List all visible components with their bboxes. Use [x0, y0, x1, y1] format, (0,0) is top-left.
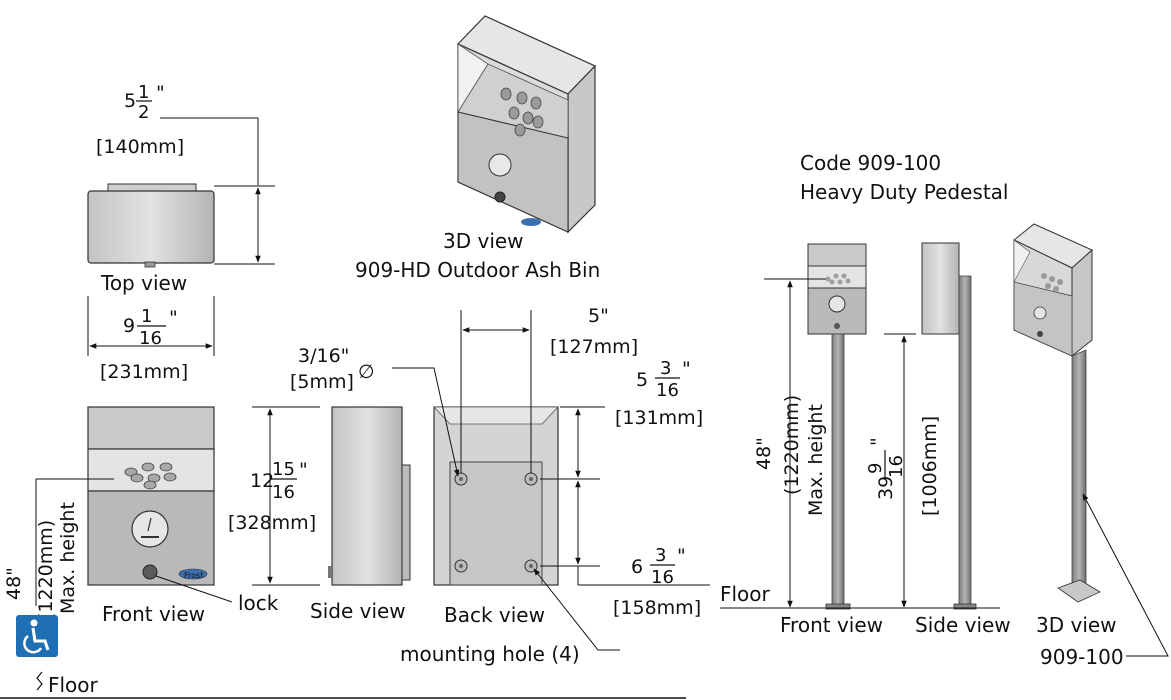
top-width-whole: 9 — [123, 315, 135, 337]
side-view-label: Side view — [310, 599, 406, 623]
hole-spacing-v-den: 16 — [651, 567, 674, 588]
iso-view-label: 3D view — [443, 229, 524, 253]
mounting-hole-label: mounting hole (4) — [400, 642, 580, 666]
max-height-ped-metric: (1220mm) — [781, 395, 803, 495]
pedestal-side-view — [921, 242, 977, 610]
hole-top-offset-whole: 5 — [636, 369, 648, 391]
top-depth-num: 1 — [138, 82, 149, 103]
height-whole: 12 — [250, 470, 274, 492]
hole-diameter-symbol: ∅ — [358, 361, 375, 383]
top-width-dimension — [87, 296, 215, 356]
height-num: 15 — [272, 459, 295, 480]
pedestal-front-view — [807, 243, 867, 610]
floor-label-left: Floor — [48, 673, 99, 697]
pedestal-front-label: Front view — [780, 613, 883, 637]
top-depth-whole: 5 — [124, 90, 136, 112]
max-height-left-metric: (1220mm) — [35, 520, 57, 620]
cigarette-icon — [131, 510, 169, 548]
pedestal-height-unit: " — [867, 437, 889, 446]
pedestal-height-dimension — [720, 333, 1000, 609]
top-width-metric: [231mm] — [100, 361, 188, 383]
pedestal-name: Heavy Duty Pedestal — [800, 180, 1008, 204]
pedestal-code-callout: 909-100 — [1040, 645, 1124, 669]
pedestal-height-metric: [1006mm] — [919, 416, 941, 516]
height-metric: [328mm] — [228, 512, 316, 534]
hole-spacing-v-num: 3 — [655, 545, 666, 566]
pedestal-side-label: Side view — [915, 613, 1011, 637]
floor-label-ped: Floor — [720, 582, 771, 606]
lock-label: lock — [238, 591, 279, 615]
pedestal-iso-view — [1013, 223, 1101, 603]
wheelchair-icon — [16, 615, 58, 657]
cigarette-icon — [488, 153, 512, 177]
top-width-den: 16 — [139, 328, 162, 349]
hole-spacing-v-whole: 6 — [631, 556, 643, 578]
hole-top-offset-den: 16 — [656, 380, 679, 401]
top-depth-dimension — [160, 117, 275, 265]
hole-spacing-h-dimension — [460, 310, 532, 473]
back-view-label: Back view — [444, 603, 545, 627]
top-width-unit: " — [169, 307, 178, 329]
hole-spacing-v-unit: " — [677, 545, 686, 567]
top-depth-den: 2 — [138, 102, 149, 123]
max-height-left-imperial: 48" — [3, 567, 25, 600]
height-unit: " — [299, 459, 308, 481]
hole-top-offset-metric: [131mm] — [615, 407, 703, 429]
hole-diameter-metric: [5mm] — [290, 371, 354, 393]
lock-icon — [142, 564, 158, 580]
hole-spacing-h-metric: [127mm] — [550, 336, 638, 358]
max-height-left-dimension — [35, 478, 114, 606]
hole-spacing-h-imperial: 5" — [588, 305, 609, 327]
max-height-ped-caption: Max. height — [805, 404, 827, 516]
hole-top-offset-unit: " — [682, 358, 691, 380]
front-view-label: Front view — [102, 602, 205, 626]
back-view-bin — [433, 406, 559, 586]
top-width-num: 1 — [141, 306, 152, 327]
pedestal-code: Code 909-100 — [800, 151, 941, 175]
height-den: 16 — [272, 482, 295, 503]
height-dimension — [252, 406, 320, 586]
top-depth-unit: " — [156, 82, 165, 104]
pedestal-height-den: 16 — [886, 455, 907, 478]
iso-view-bin — [456, 15, 597, 234]
hole-diameter-imperial: 3/16" — [298, 345, 349, 367]
hole-top-offset-num: 3 — [660, 358, 671, 379]
brand-badge: Frost — [184, 571, 203, 580]
front-view-bin — [87, 406, 215, 586]
top-depth-metric: [140mm] — [96, 136, 184, 158]
max-height-left-caption: Max. height — [57, 502, 79, 614]
pedestal-height-whole: 39 — [875, 476, 897, 500]
pedestal-height-num: 9 — [865, 463, 886, 474]
top-view-label: Top view — [100, 271, 187, 295]
top-view — [87, 183, 215, 268]
product-name: 909-HD Outdoor Ash Bin — [355, 258, 600, 282]
max-height-ped-dimension — [764, 278, 826, 608]
max-height-ped-imperial: 48" — [753, 437, 775, 470]
hole-spacing-v-metric: [158mm] — [613, 597, 701, 619]
side-view-bin — [328, 406, 411, 586]
hole-offset-dimensions — [540, 406, 710, 586]
pedestal-iso-label: 3D view — [1036, 613, 1117, 637]
